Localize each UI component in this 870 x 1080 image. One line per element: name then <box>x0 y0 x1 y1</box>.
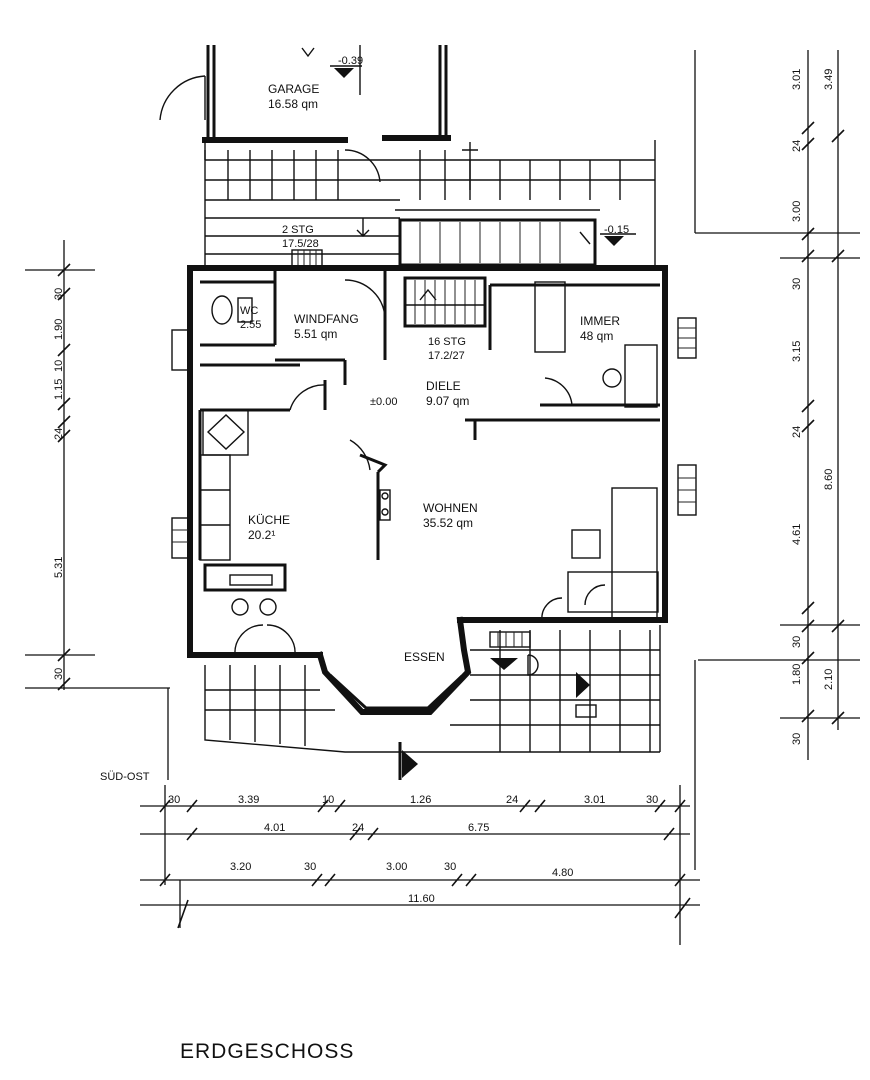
garage-area: 16.58 qm <box>268 97 318 111</box>
dim-l-2: 1.15 <box>53 379 65 400</box>
dim-ro-0: 3.49 <box>823 69 835 90</box>
inner-stair-ratio: 17.2/27 <box>428 350 465 362</box>
wohnen-name: WOHNEN <box>423 501 478 515</box>
outer-stair-steps: 2 STG <box>282 224 314 236</box>
south-entry-marker <box>398 742 418 780</box>
south-terrace <box>204 625 661 753</box>
dim-r-7: 30 <box>791 636 803 648</box>
kueche-area: 20.2¹ <box>248 528 275 542</box>
dim-r-6: 4.61 <box>791 524 803 545</box>
stair-arrow-icon <box>419 288 437 301</box>
terrace-level-marker-icon <box>604 236 624 246</box>
dim-l-6: 30 <box>53 668 65 680</box>
dim-b3-3: 30 <box>444 861 456 873</box>
zimmer-area: 48 qm <box>580 329 613 343</box>
ground-level: ±0.00 <box>370 396 397 408</box>
diele-name: DIELE <box>426 379 461 393</box>
dim-r-4: 3.15 <box>791 341 803 362</box>
dim-r-0: 3.01 <box>791 69 803 90</box>
wc-area: 2.55 <box>240 319 261 331</box>
dim-r-9: 30 <box>791 733 803 745</box>
garage <box>159 45 451 143</box>
dim-b1-4: 24 <box>506 794 518 806</box>
dim-b1-1: 3.39 <box>238 794 259 806</box>
bottom-dimensions <box>140 660 700 945</box>
dim-b1-5: 3.01 <box>584 794 605 806</box>
dim-l-5: 5.31 <box>53 557 65 578</box>
dim-b3-0: 3.20 <box>230 861 251 873</box>
dim-l-0: 30 <box>53 288 65 300</box>
wc-name: WC <box>240 305 258 317</box>
level-marker-icon <box>334 68 354 78</box>
windfang-area: 5.51 qm <box>294 327 337 341</box>
dim-l-3: 10 <box>53 360 65 372</box>
direction-arrow-icon <box>576 672 590 698</box>
essen-name: ESSEN <box>404 650 445 664</box>
dim-ro-2: 2.10 <box>823 669 835 690</box>
kueche-name: KÜCHE <box>248 513 290 527</box>
dim-b1-0: 30 <box>168 794 180 806</box>
floor-title: ERDGESCHOSS <box>180 1040 354 1063</box>
dim-l-1: 1.90 <box>53 319 65 340</box>
zimmer-name: IMMER <box>580 314 620 328</box>
dim-b3-2: 3.00 <box>386 861 407 873</box>
dim-l-4: 24 <box>53 428 65 440</box>
dim-b3-4: 4.80 <box>552 867 573 879</box>
orientation-label: SÜD-OST <box>100 771 150 783</box>
left-dimensions <box>25 240 170 780</box>
dim-b1-2: 10 <box>322 794 334 806</box>
north-paving <box>204 140 656 269</box>
terrace-level: -0.15 <box>604 224 629 236</box>
house-walls <box>187 265 668 715</box>
dim-b2-0: 4.01 <box>264 822 285 834</box>
dim-b3-1: 30 <box>304 861 316 873</box>
wohnen-area: 35.52 qm <box>423 516 473 530</box>
interior-walls <box>198 268 660 656</box>
windfang-name: WINDFANG <box>294 312 359 326</box>
inner-stair-steps: 16 STG <box>428 336 466 348</box>
entry-arrow-icon <box>490 658 518 670</box>
diele-area: 9.07 qm <box>426 394 469 408</box>
outer-stair-ratio: 17.5/28 <box>282 238 319 250</box>
garage-level: -0.39 <box>338 55 363 67</box>
dim-ro-1: 8.60 <box>823 469 835 490</box>
dim-r-3: 30 <box>791 278 803 290</box>
dim-r-1: 24 <box>791 140 803 152</box>
dim-r-5: 24 <box>791 426 803 438</box>
dim-b1-6: 30 <box>646 794 658 806</box>
dim-b2-1: 24 <box>352 822 364 834</box>
garage-name: GARAGE <box>268 82 319 96</box>
windows-right <box>171 317 697 559</box>
section-arrow-icon <box>402 750 418 778</box>
dim-r-2: 3.00 <box>791 201 803 222</box>
dim-b1-3: 1.26 <box>410 794 431 806</box>
dim-b2-2: 6.75 <box>468 822 489 834</box>
wc-fixtures <box>211 295 253 325</box>
dim-b4-0: 11.60 <box>408 893 435 905</box>
dim-r-8: 1.80 <box>791 664 803 685</box>
right-dimensions <box>694 50 860 760</box>
north-stair <box>398 218 636 267</box>
